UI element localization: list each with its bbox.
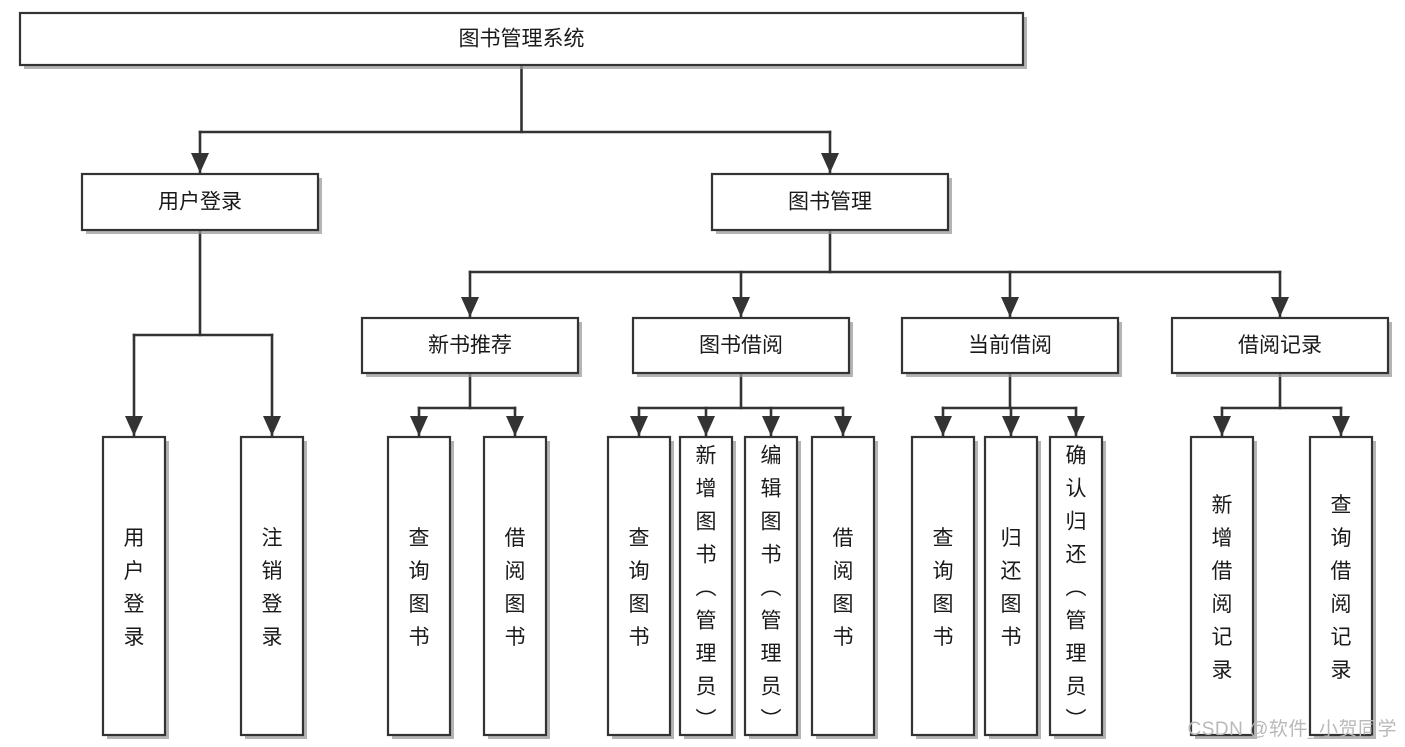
node-box[interactable] [631,316,851,375]
node-box[interactable] [386,435,452,737]
node-box[interactable] [606,435,672,737]
node-label: 查询借阅记录 [1331,494,1352,682]
arrow-head-icon [263,416,281,436]
node-box[interactable] [810,435,876,737]
arrow-head-icon [1002,416,1020,436]
arrow-head-icon [732,297,750,317]
node-leaf-logout[interactable]: 注销登录 [239,435,307,739]
node-box[interactable] [80,172,320,232]
node-root[interactable]: 图书管理系统 [18,11,1027,69]
node-book-borrow[interactable]: 图书借阅 [631,316,853,377]
node-box[interactable] [239,435,305,737]
node-label: 归还图书 [1001,527,1022,649]
arrow-head-icon [1001,297,1019,317]
node-book-manage[interactable]: 图书管理 [710,172,952,234]
node-box[interactable] [900,316,1120,375]
node-label: 新增图书︵管理员︶ [696,444,717,731]
node-label: 图书借阅 [699,334,783,357]
nodes-layer: 图书管理系统用户登录图书管理新书推荐图书借阅当前借阅借阅记录用户登录注销登录查询… [18,11,1392,739]
node-leaf-query-book-2[interactable]: 查询图书 [606,435,674,739]
node-label: 新书推荐 [428,334,512,357]
arrow-head-icon [762,416,780,436]
node-box[interactable] [1189,435,1255,737]
node-box[interactable] [1170,316,1390,375]
arrow-head-icon [1332,416,1350,436]
arrow-head-icon [821,153,839,173]
node-user-login[interactable]: 用户登录 [80,172,322,234]
node-box[interactable] [101,435,167,737]
node-label: 查询图书 [629,527,650,649]
node-leaf-add-book[interactable]: 新增图书︵管理员︶ [678,435,736,739]
node-leaf-query-book-1[interactable]: 查询图书 [386,435,454,739]
node-box[interactable] [983,435,1039,737]
node-label: 查询图书 [933,527,954,649]
node-box[interactable] [678,435,734,737]
node-label: 借阅记录 [1238,334,1322,357]
watermark-text: CSDN @软件_小贺同学 [1187,719,1397,740]
node-current-borrow[interactable]: 当前借阅 [900,316,1122,377]
node-label: 确认归还︵管理员︶ [1066,444,1087,731]
node-leaf-query-record[interactable]: 查询借阅记录 [1308,435,1376,739]
node-box[interactable] [1308,435,1374,737]
node-box[interactable] [710,172,950,232]
node-leaf-borrow-book-1[interactable]: 借阅图书 [482,435,550,739]
node-label: 用户登录 [124,527,145,649]
node-box[interactable] [1048,435,1104,737]
node-label: 图书管理 [788,191,872,214]
arrow-head-icon [1271,297,1289,317]
arrow-head-icon [834,416,852,436]
node-label: 当前借阅 [968,334,1052,357]
arrow-head-icon [697,416,715,436]
arrow-head-icon [125,416,143,436]
node-leaf-borrow-book-2[interactable]: 借阅图书 [810,435,878,739]
arrow-head-icon [461,297,479,317]
node-label: 编辑图书︵管理员︶ [761,444,782,731]
node-label: 图书管理系统 [459,28,585,51]
node-label: 用户登录 [158,191,242,214]
node-leaf-edit-book[interactable]: 编辑图书︵管理员︶ [743,435,801,739]
node-new-book-rec[interactable]: 新书推荐 [360,316,582,377]
arrow-head-icon [410,416,428,436]
arrow-head-icon [191,153,209,173]
node-label: 新增借阅记录 [1212,494,1233,682]
node-leaf-add-record[interactable]: 新增借阅记录 [1189,435,1257,739]
node-box[interactable] [743,435,799,737]
node-label: 借阅图书 [833,527,854,649]
node-leaf-query-book-3[interactable]: 查询图书 [910,435,978,739]
node-box[interactable] [910,435,976,737]
node-label: 借阅图书 [505,527,526,649]
node-label: 注销登录 [262,527,283,649]
connectors-layer [125,63,1350,438]
node-label: 查询图书 [409,527,430,649]
node-box[interactable] [482,435,548,737]
node-leaf-return-book[interactable]: 归还图书 [983,435,1041,739]
arrow-head-icon [934,416,952,436]
arrow-head-icon [630,416,648,436]
node-box[interactable] [18,11,1025,67]
node-box[interactable] [360,316,580,375]
arrow-head-icon [1067,416,1085,436]
arrow-head-icon [506,416,524,436]
node-leaf-user-login[interactable]: 用户登录 [101,435,169,739]
node-leaf-confirm-return[interactable]: 确认归还︵管理员︶ [1048,435,1106,739]
arrow-head-icon [1213,416,1231,436]
node-borrow-record[interactable]: 借阅记录 [1170,316,1392,377]
